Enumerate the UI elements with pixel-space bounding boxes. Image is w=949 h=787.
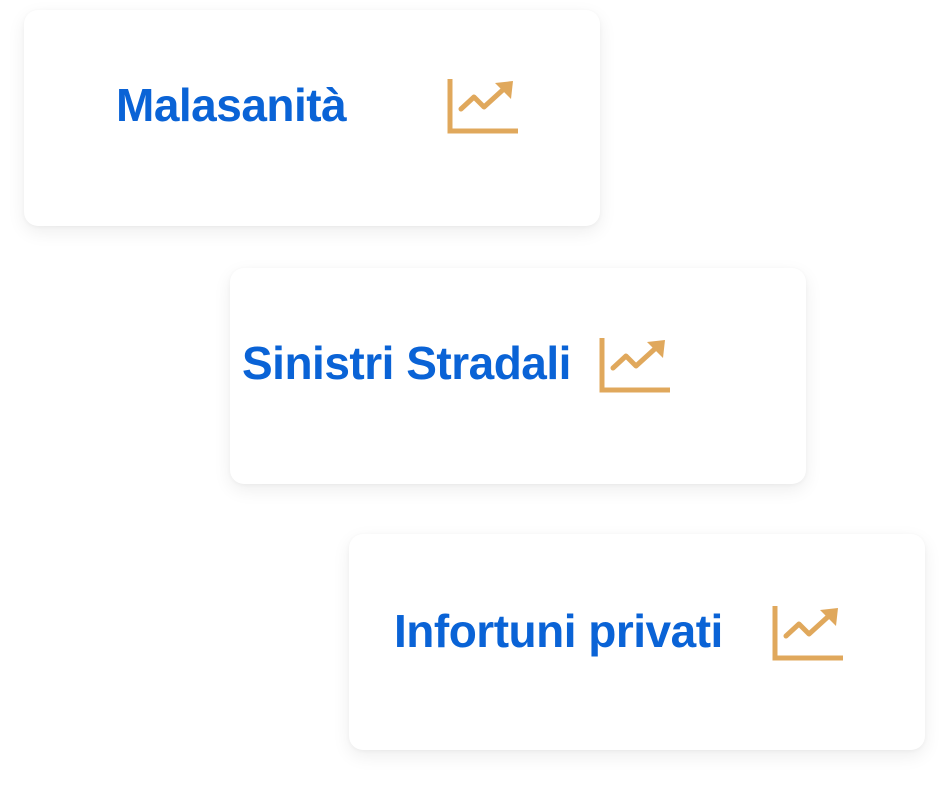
trending-up-chart-icon bbox=[772, 606, 843, 661]
card-infortuni-privati[interactable]: Infortuni privati bbox=[349, 534, 925, 750]
card-malasanita[interactable]: Malasanità bbox=[24, 10, 600, 226]
trending-up-chart-icon bbox=[447, 79, 518, 134]
card-sinistri-stradali[interactable]: Sinistri Stradali bbox=[230, 268, 806, 484]
card-label: Infortuni privati bbox=[394, 605, 723, 657]
card-label: Malasanità bbox=[116, 79, 347, 131]
card-label: Sinistri Stradali bbox=[242, 337, 571, 389]
trending-up-chart-icon bbox=[599, 338, 670, 393]
